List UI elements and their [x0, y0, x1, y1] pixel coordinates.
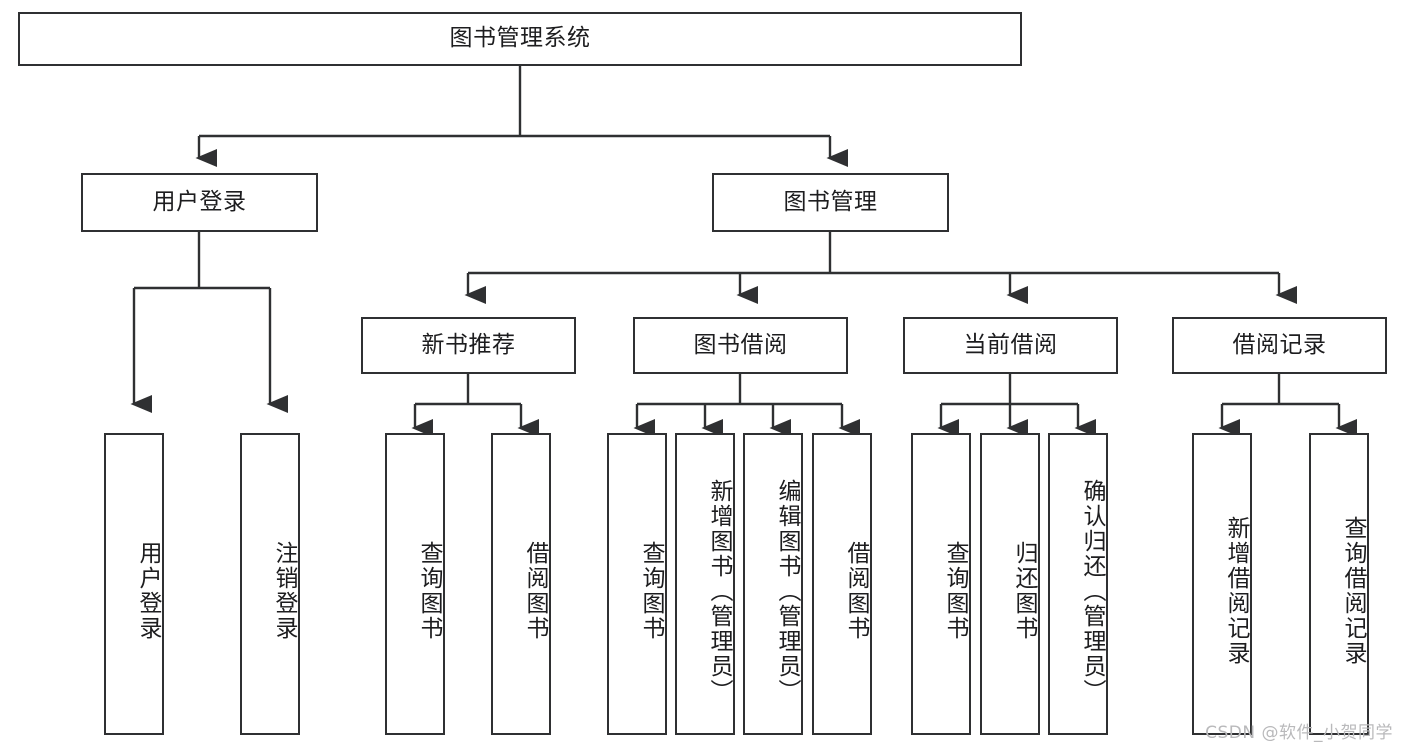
node-label: 借阅记录 [1232, 331, 1327, 358]
node-label: 查询图书 [942, 541, 968, 641]
node-book-management[interactable]: 图书管理 [712, 173, 949, 232]
node-current-borrow[interactable]: 当前借阅 [903, 317, 1118, 374]
node-label: 确认归还（管理员） [1079, 478, 1105, 704]
watermark-text: CSDN @软件_小贺同学 [1205, 723, 1393, 743]
node-label: 借阅图书 [843, 541, 869, 641]
node-user-login[interactable]: 用户登录 [81, 173, 318, 232]
node-label: 图书借阅 [693, 331, 788, 358]
leaf-new-books-query[interactable]: 查询图书 [385, 433, 445, 735]
node-label: 编辑图书（管理员） [774, 478, 800, 704]
node-label: 图书管理 [783, 188, 878, 215]
node-label: 归还图书 [1011, 541, 1037, 641]
leaf-current-confirm-return-admin[interactable]: 确认归还（管理员） [1048, 433, 1108, 735]
node-root-system[interactable]: 图书管理系统 [18, 12, 1022, 66]
leaf-records-query-record[interactable]: 查询借阅记录 [1309, 433, 1369, 735]
leaf-user-login-logout[interactable]: 注销登录 [240, 433, 300, 735]
leaf-borrow-edit-book-admin[interactable]: 编辑图书（管理员） [743, 433, 803, 735]
node-label: 新书推荐 [421, 331, 516, 358]
node-borrow-records[interactable]: 借阅记录 [1172, 317, 1387, 374]
node-label: 用户登录 [135, 541, 161, 641]
leaf-borrow-add-book-admin[interactable]: 新增图书（管理员） [675, 433, 735, 735]
leaf-user-login-login[interactable]: 用户登录 [104, 433, 164, 735]
node-label: 注销登录 [271, 541, 297, 641]
node-label: 查询借阅记录 [1340, 516, 1366, 666]
node-label: 用户登录 [152, 188, 247, 215]
leaf-borrow-query-book[interactable]: 查询图书 [607, 433, 667, 735]
leaf-new-books-borrow[interactable]: 借阅图书 [491, 433, 551, 735]
leaf-current-query-book[interactable]: 查询图书 [911, 433, 971, 735]
node-label: 新增借阅记录 [1223, 516, 1249, 666]
node-new-book-recommend[interactable]: 新书推荐 [361, 317, 576, 374]
node-label: 借阅图书 [522, 541, 548, 641]
node-label: 图书管理系统 [449, 25, 591, 52]
leaf-records-add-record[interactable]: 新增借阅记录 [1192, 433, 1252, 735]
leaf-current-return-book[interactable]: 归还图书 [980, 433, 1040, 735]
leaf-borrow-borrow-book[interactable]: 借阅图书 [812, 433, 872, 735]
node-label: 查询图书 [638, 541, 664, 641]
node-label: 当前借阅 [963, 331, 1058, 358]
node-label: 新增图书（管理员） [706, 478, 732, 704]
node-label: 查询图书 [416, 541, 442, 641]
node-book-borrow[interactable]: 图书借阅 [633, 317, 848, 374]
